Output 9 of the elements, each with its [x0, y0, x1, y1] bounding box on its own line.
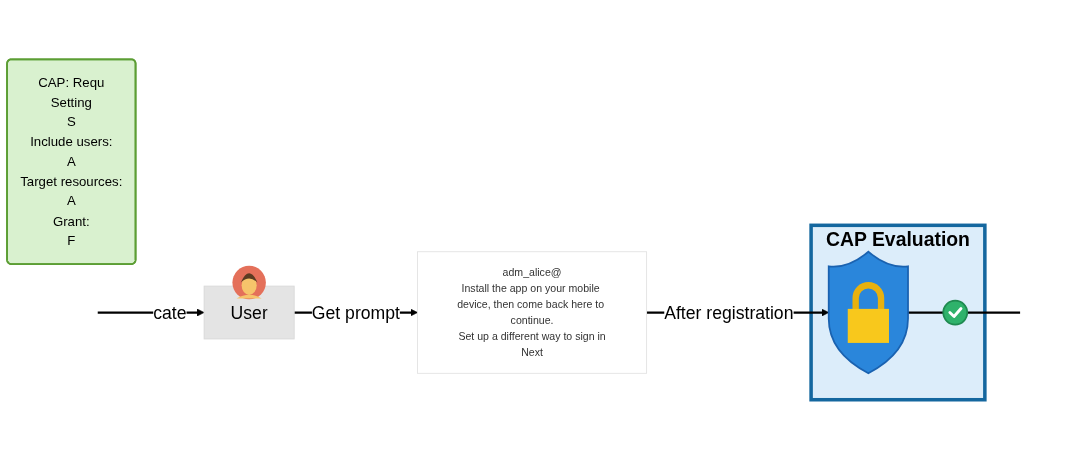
edge-label: Get prompt — [311, 302, 400, 323]
connector — [967, 311, 1021, 314]
edge-label: cate — [153, 302, 187, 323]
node-box: adm_alice@ Install the app on your mobile device, then come back here to continue. Set up a different way to sign in Next — [417, 251, 648, 374]
cluster: CAP Evaluation — [809, 223, 987, 402]
node-box: User — [203, 285, 295, 340]
edge-label: After registration — [664, 302, 794, 323]
connector — [908, 311, 944, 314]
node-circle — [942, 299, 969, 326]
